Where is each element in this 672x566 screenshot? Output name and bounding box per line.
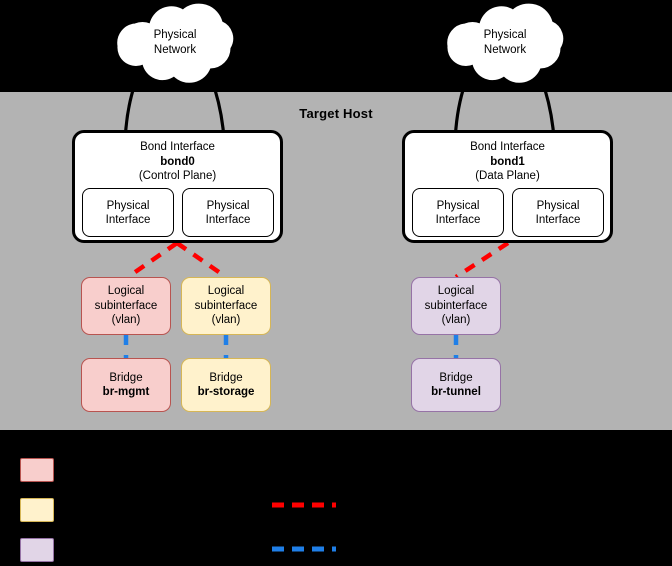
vlan-tunnel-line2: subinterface — [424, 299, 488, 312]
bridge-br-storage[interactable]: Bridge br-storage — [181, 358, 271, 412]
bond0-plane: (Control Plane) — [138, 170, 217, 182]
vlan-storage-line2: subinterface — [194, 299, 258, 312]
bond0-physical-interface-1[interactable]: Physical Interface — [82, 188, 174, 237]
vlan-tunnel-line1: Logical — [437, 285, 475, 298]
bond1-plane: (Data Plane) — [475, 170, 540, 182]
bond0-label: Bond Interface bond0 (Control Plane) — [75, 140, 280, 184]
bond1-name: bond1 — [490, 155, 525, 168]
logical-subinterface-tunnel[interactable]: Logical subinterface (vlan) — [411, 277, 501, 335]
bond0-phys1-line1: Physical — [106, 199, 150, 212]
bond-interface-bond0[interactable]: Bond Interface bond0 (Control Plane) Phy… — [72, 130, 283, 243]
bond1-phys1-line1: Physical — [436, 199, 480, 212]
bond1-to-vlan-connector — [454, 241, 510, 279]
cloud-right-label-line1: Physical — [483, 29, 527, 41]
bond1-title: Bond Interface — [470, 141, 545, 153]
cloud-left-shape — [117, 3, 234, 83]
logical-subinterface-mgmt[interactable]: Logical subinterface (vlan) — [81, 277, 171, 335]
cloud-right-label: Physical Network — [448, 28, 562, 58]
bond0-phys1-line2: Interface — [105, 213, 151, 226]
bond1-phys2-line2: Interface — [535, 213, 581, 226]
cloud-left-label-line2: Network — [153, 44, 197, 56]
bond0-name: bond0 — [160, 155, 195, 168]
bridge-storage-name: br-storage — [197, 386, 255, 398]
bridge-storage-label: Bridge — [209, 371, 243, 384]
bond0-phys2-line2: Interface — [205, 213, 251, 226]
legend-swatch-mgmt — [20, 458, 54, 482]
bond1-physical-interface-1[interactable]: Physical Interface — [412, 188, 504, 237]
bridge-mgmt-label: Bridge — [109, 371, 143, 384]
cloud-left-label-line1: Physical — [153, 29, 197, 41]
bridge-mgmt-name: br-mgmt — [102, 386, 150, 398]
cloud-right-label-line2: Network — [483, 44, 527, 56]
bond1-phys1-line2: Interface — [435, 213, 481, 226]
vlan-to-bridge-connectors — [123, 335, 459, 358]
legend-swatch-tunnel — [20, 538, 54, 562]
vlan-tunnel-line3: (vlan) — [441, 314, 471, 327]
vlan-storage-line3: (vlan) — [211, 314, 241, 327]
bond0-physical-interface-2[interactable]: Physical Interface — [182, 188, 274, 237]
page-title: Target Host — [299, 106, 373, 121]
bridge-br-tunnel[interactable]: Bridge br-tunnel — [411, 358, 501, 412]
bond0-to-vlan-connectors — [126, 241, 228, 279]
bridge-tunnel-label: Bridge — [439, 371, 473, 384]
bridge-tunnel-name: br-tunnel — [431, 386, 481, 398]
legend-swatch-storage — [20, 498, 54, 522]
vlan-storage-line1: Logical — [207, 285, 245, 298]
bond-interface-bond1[interactable]: Bond Interface bond1 (Data Plane) Physic… — [402, 130, 613, 243]
bond1-physical-interface-2[interactable]: Physical Interface — [512, 188, 604, 237]
bond1-label: Bond Interface bond1 (Data Plane) — [405, 140, 610, 184]
bond0-title: Bond Interface — [140, 141, 215, 153]
cloud-right-shape — [447, 3, 564, 83]
vlan-mgmt-line1: Logical — [107, 285, 145, 298]
bond1-phys2-line1: Physical — [536, 199, 580, 212]
cloud-left-label: Physical Network — [118, 28, 232, 58]
logical-subinterface-storage[interactable]: Logical subinterface (vlan) — [181, 277, 271, 335]
bridge-br-mgmt[interactable]: Bridge br-mgmt — [81, 358, 171, 412]
bond0-phys2-line1: Physical — [206, 199, 250, 212]
vlan-mgmt-line2: subinterface — [94, 299, 158, 312]
vlan-mgmt-line3: (vlan) — [111, 314, 141, 327]
